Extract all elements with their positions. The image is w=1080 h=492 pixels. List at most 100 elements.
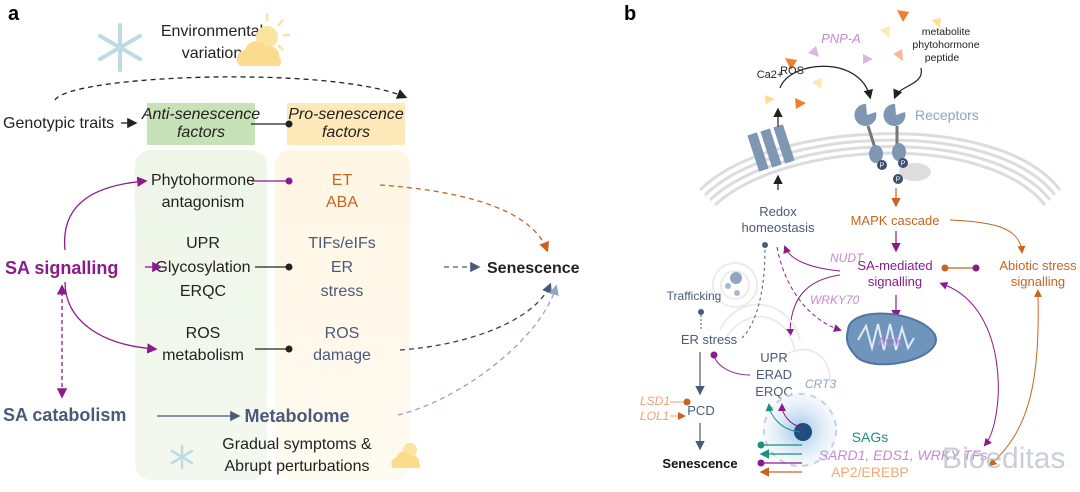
sa-to-phytohormone-arrow [64, 176, 148, 251]
ros-damage-label-2: damage [313, 347, 371, 364]
lol1-label: LOL1 [640, 409, 669, 423]
anti-senescence-label-2: factors [177, 124, 225, 141]
snowflake-icon [98, 23, 142, 72]
phytohormone-label-1: Phytohormone [151, 172, 255, 189]
watermark: Bioeditas [942, 442, 1065, 475]
sa-to-tfs-double-arrow [939, 281, 999, 447]
panel-a: a Environmental variation Genotypic trai… [3, 3, 580, 480]
mapk-to-abiotic-arrow [949, 219, 1026, 254]
abiotic-to-ap2-double-arrow [988, 289, 1043, 467]
peptide-label: peptide [925, 52, 960, 64]
pro-senescence-panel [275, 150, 410, 480]
erad-label: ERAD [756, 367, 792, 382]
redox-label-1: Redox [759, 204, 797, 219]
receptors-label: Receptors [915, 107, 979, 123]
vesicle-icon [725, 283, 731, 289]
anti-senescence-box [147, 103, 255, 145]
sun-cloud-icon [236, 13, 290, 66]
nucleus-to-upr-teal-arrow [765, 403, 801, 433]
trafficking-label: Trafficking [667, 289, 722, 303]
sa-signalling-label: SA signalling [5, 258, 118, 278]
membrane-protein [899, 163, 931, 181]
plasma-membrane [698, 132, 1062, 207]
anti-senescence-panel [135, 150, 267, 480]
abiotic-label-2: signalling [1011, 274, 1065, 289]
lsd1-inhibition-dot [683, 398, 691, 406]
genotype-to-pro-dashed-arrow [54, 76, 408, 101]
mitochondrion-icon [845, 312, 937, 366]
ligand-icons [765, 10, 941, 109]
genotypic-traits-label: Genotypic traits [3, 115, 114, 132]
symptoms-label-2: Abrupt perturbations [225, 458, 370, 475]
et-label: ET [332, 172, 353, 189]
nudt-label: NUDT [830, 251, 865, 265]
pro-senescence-label-2: factors [322, 124, 370, 141]
ap2-erebp-label: AP2/EREBP [831, 464, 909, 480]
metabolome-to-senescence-arrow [397, 284, 559, 416]
panel-label-a: a [8, 3, 20, 25]
redox-to-aox-arrow [776, 246, 842, 332]
aox-label: AOX [877, 335, 902, 349]
ca-label: Ca2+ [757, 69, 784, 81]
upr-inhibition-dot [285, 263, 293, 271]
ros-damage-label-1: ROS [325, 325, 360, 342]
receptor-icon [854, 103, 906, 163]
sa-mediated-label-2: signalling [868, 274, 922, 289]
phosphate-icons: P P P [877, 158, 908, 184]
sa-to-redox-arrow [783, 245, 841, 272]
er-stress-label: ER stress [681, 332, 738, 347]
nucleus-to-upr-purple-arrow [778, 403, 804, 429]
trafficking-dot [698, 309, 704, 315]
redox-label-2: homeostasis [742, 220, 815, 235]
vesicle-icon [734, 290, 740, 296]
lsd1-label: LSD1 [640, 394, 670, 408]
ros-damage-to-senescence-arrow [399, 282, 552, 351]
small-sun-cloud-icon [391, 443, 420, 468]
phosphate-label: P [880, 163, 885, 170]
antagonism-dot-purple [972, 264, 980, 272]
ca-to-receptor-arrow [779, 65, 873, 100]
environment-label-2: variation [182, 45, 242, 62]
phytohormone-label-2: antagonism [162, 194, 245, 211]
aba-label: ABA [326, 194, 358, 211]
metabolome-label: Metabolome [244, 406, 349, 426]
phytohormone-inhibition-dot [285, 177, 293, 185]
pcd-label: PCD [687, 403, 714, 418]
ligand-to-receptor-arrow [893, 67, 922, 100]
erqc-label: ERQC [180, 283, 226, 300]
upr-inhibits-er-line [713, 354, 751, 376]
pnp-a-label: PNP-A [821, 31, 861, 46]
ros-inhibition-dot [285, 345, 293, 353]
redox-dot [762, 242, 768, 248]
er-label: ER [331, 259, 353, 276]
upr-inhibits-er-dot [710, 351, 718, 359]
small-snowflake-icon [170, 444, 194, 470]
sags-label: SAGs [852, 429, 889, 445]
panel-b: b ROS PNP-A [624, 3, 1077, 480]
ros-metabolism-label-2: metabolism [162, 347, 244, 364]
senescence-label-b: Senescence [662, 456, 737, 471]
er-to-redox-dashed-line [741, 249, 766, 339]
upr-label: UPR [186, 235, 220, 252]
antagonism-dot-orange [941, 264, 949, 272]
stress-label: stress [321, 283, 364, 300]
pro-senescence-label-1: Pro-senescence [288, 106, 404, 123]
phytohormone-ligand-label: phytohormone [912, 39, 979, 51]
ros-ligand-label: ROS [780, 65, 804, 77]
sa-catabolism-label: SA catabolism [3, 405, 126, 425]
tifs-label: TIFs/eIFs [308, 235, 376, 252]
senescence-label-a: Senescence [487, 260, 580, 277]
sa-mediated-label-1: SA-mediated [857, 258, 932, 273]
environment-label-1: Environmental [161, 23, 263, 40]
ros-metabolism-label-1: ROS [186, 325, 221, 342]
phosphate-label: P [896, 177, 901, 184]
pro-senescence-box [287, 103, 405, 145]
metabolite-label: metabolite [922, 26, 971, 38]
wrky70-label: WRKY70 [810, 293, 860, 307]
glycosylation-label: Glycosylation [155, 259, 250, 276]
mapk-label: MAPK cascade [851, 213, 940, 228]
sard1-inhibit-dot [757, 459, 765, 467]
symptoms-label-1: Gradual symptoms & [222, 436, 372, 453]
ion-channel-icon [747, 124, 795, 172]
